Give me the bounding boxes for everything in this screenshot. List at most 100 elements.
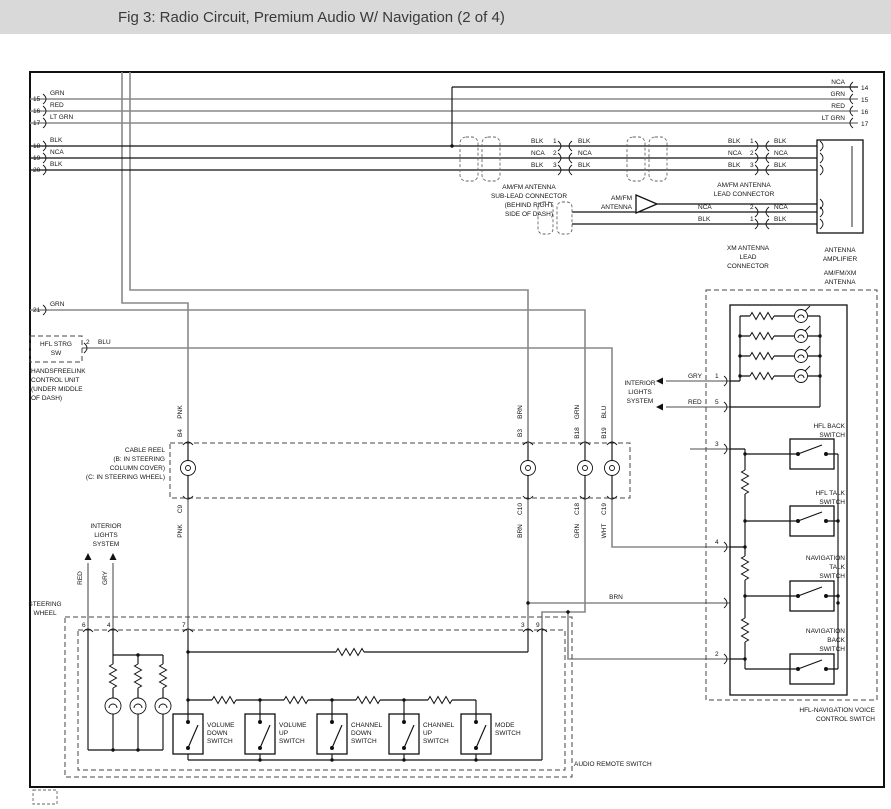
diagram-label: BLK (50, 161, 63, 168)
diagram-label: SWITCH (819, 573, 845, 580)
diagram-label: NCA (578, 150, 592, 157)
diagram-label: 9 (536, 622, 540, 629)
diagram-label: BLK (531, 162, 544, 169)
diagram-label: BLK (698, 216, 711, 223)
diagram-label: SUB-LEAD CONNECTOR (491, 193, 567, 200)
diagram-label: INTERIOR (624, 380, 655, 387)
diagram-label: NCA (774, 204, 788, 211)
diagram-label: SWITCH (351, 738, 377, 745)
wire-blk-antenna (30, 86, 858, 225)
audio-remote-switch-outline (77, 629, 566, 771)
hfl-switch-contact-lines (790, 444, 834, 670)
diagram-label: BRN (609, 594, 623, 601)
diagram-label: 1 (750, 216, 754, 223)
diagram-label: LEAD CONNECTOR (714, 191, 775, 198)
diagram-label: GRN (50, 90, 65, 97)
diagram-label: SYSTEM (93, 541, 120, 548)
diagram-label: LIGHTS (628, 389, 652, 396)
diagram-label: HFL BACK (813, 423, 845, 430)
diagram-label: NCA (698, 204, 712, 211)
diagram-label: SYSTEM (627, 398, 654, 405)
diagram-label: CONTROL UNIT (31, 377, 80, 384)
diagram-label: 3 (521, 622, 525, 629)
diagram-label: 18 (33, 143, 41, 150)
diagram-label: OF DASH) (31, 395, 62, 402)
diagram-label: 16 (33, 108, 41, 115)
diagram-label: GRY (688, 373, 703, 380)
diagram-label: WHEEL (33, 610, 57, 617)
diagram-label: RED (831, 103, 845, 110)
diagram-label: NCA (531, 150, 545, 157)
connector-outline (537, 201, 554, 235)
diagram-label: NCA (774, 150, 788, 157)
diagram-label: 19 (33, 155, 41, 162)
diagram-label: AM/FM ANTENNA (502, 184, 556, 191)
diagram-label: BLK (774, 138, 787, 145)
wire-gry (112, 380, 730, 630)
diagram-label: BACK (827, 637, 845, 644)
diagram-label: 16 (861, 109, 869, 116)
diagram-label: PNK (177, 405, 184, 419)
diagram-label: NCA (50, 149, 64, 156)
wire-pnk (121, 72, 189, 630)
diagram-label: GRN (574, 404, 581, 419)
diagram-label: GRN (574, 523, 581, 538)
diagram-label: BLK (728, 138, 741, 145)
diagram-label: BLK (578, 138, 591, 145)
diagram-label: CONNECTOR (727, 263, 769, 270)
diagram-label: 1 (715, 373, 719, 380)
figure-title: Fig 3: Radio Circuit, Premium Audio W/ N… (118, 8, 505, 26)
diagram-label: C10 (517, 503, 524, 515)
diagram-label: 2 (553, 150, 557, 157)
diagram-label: BLK (531, 138, 544, 145)
diagram-label: GRY (102, 570, 109, 585)
figure-title-bar: Fig 3: Radio Circuit, Premium Audio W/ N… (0, 0, 891, 34)
cutoff-connector-outline (32, 789, 58, 805)
diagram-label: 15 (861, 97, 869, 104)
antenna-amplifier-box (816, 139, 864, 234)
diagram-label: LIGHTS (94, 532, 118, 539)
diagram-label: VOLUME (279, 722, 307, 729)
diagram-label: 17 (861, 121, 869, 128)
diagram-label: 3 (750, 162, 754, 169)
diagram-label: NAVIGATION (806, 555, 845, 562)
diagram-label: 2 (750, 150, 754, 157)
diagram-label: DOWN (207, 730, 228, 737)
diagram-label: BLK (774, 162, 787, 169)
diagram-label: AM/FM ANTENNA (717, 182, 771, 189)
diagram-label: HFL TALK (815, 490, 845, 497)
diagram-label: (BEHIND RIGHT (505, 202, 554, 209)
diagram-label: 2 (86, 339, 90, 346)
diagram-label: UP (423, 730, 432, 737)
diagram-label: 7 (182, 622, 186, 629)
diagram-label: ANTENNA (824, 279, 856, 286)
diagram-label: INTERIOR (90, 523, 121, 530)
steering-wheel-outline (64, 616, 573, 778)
diagram-label: PNK (177, 524, 184, 538)
diagram-label: BRN (517, 524, 524, 538)
diagram-label: 17 (33, 120, 41, 127)
diagram-label: 3 (715, 441, 719, 448)
connector-outline (481, 136, 501, 182)
diagram-label: LEAD (740, 254, 757, 261)
diagram-label: B18 (574, 427, 581, 439)
diagram-label: NAVIGATION (806, 628, 845, 635)
diagram-label: 5 (715, 399, 719, 406)
diagram-label: (B: IN STEERING (113, 456, 165, 463)
diagram-label: B3 (517, 429, 524, 437)
diagram-label: WHT (601, 524, 608, 539)
diagram-label: BLU (98, 339, 111, 346)
cable-reel-leads (187, 443, 613, 498)
led-icon (794, 305, 811, 383)
diagram-label: 6 (82, 622, 86, 629)
diagram-label: RED (50, 102, 64, 109)
wire-grn (30, 98, 858, 660)
diagram-label: SWITCH (279, 738, 305, 745)
diagram-label: TALK (829, 564, 845, 571)
diagram-label: CHANNEL (423, 722, 454, 729)
connector-outline (626, 136, 646, 182)
diagram-label: SIDE OF DASH) (505, 211, 553, 218)
